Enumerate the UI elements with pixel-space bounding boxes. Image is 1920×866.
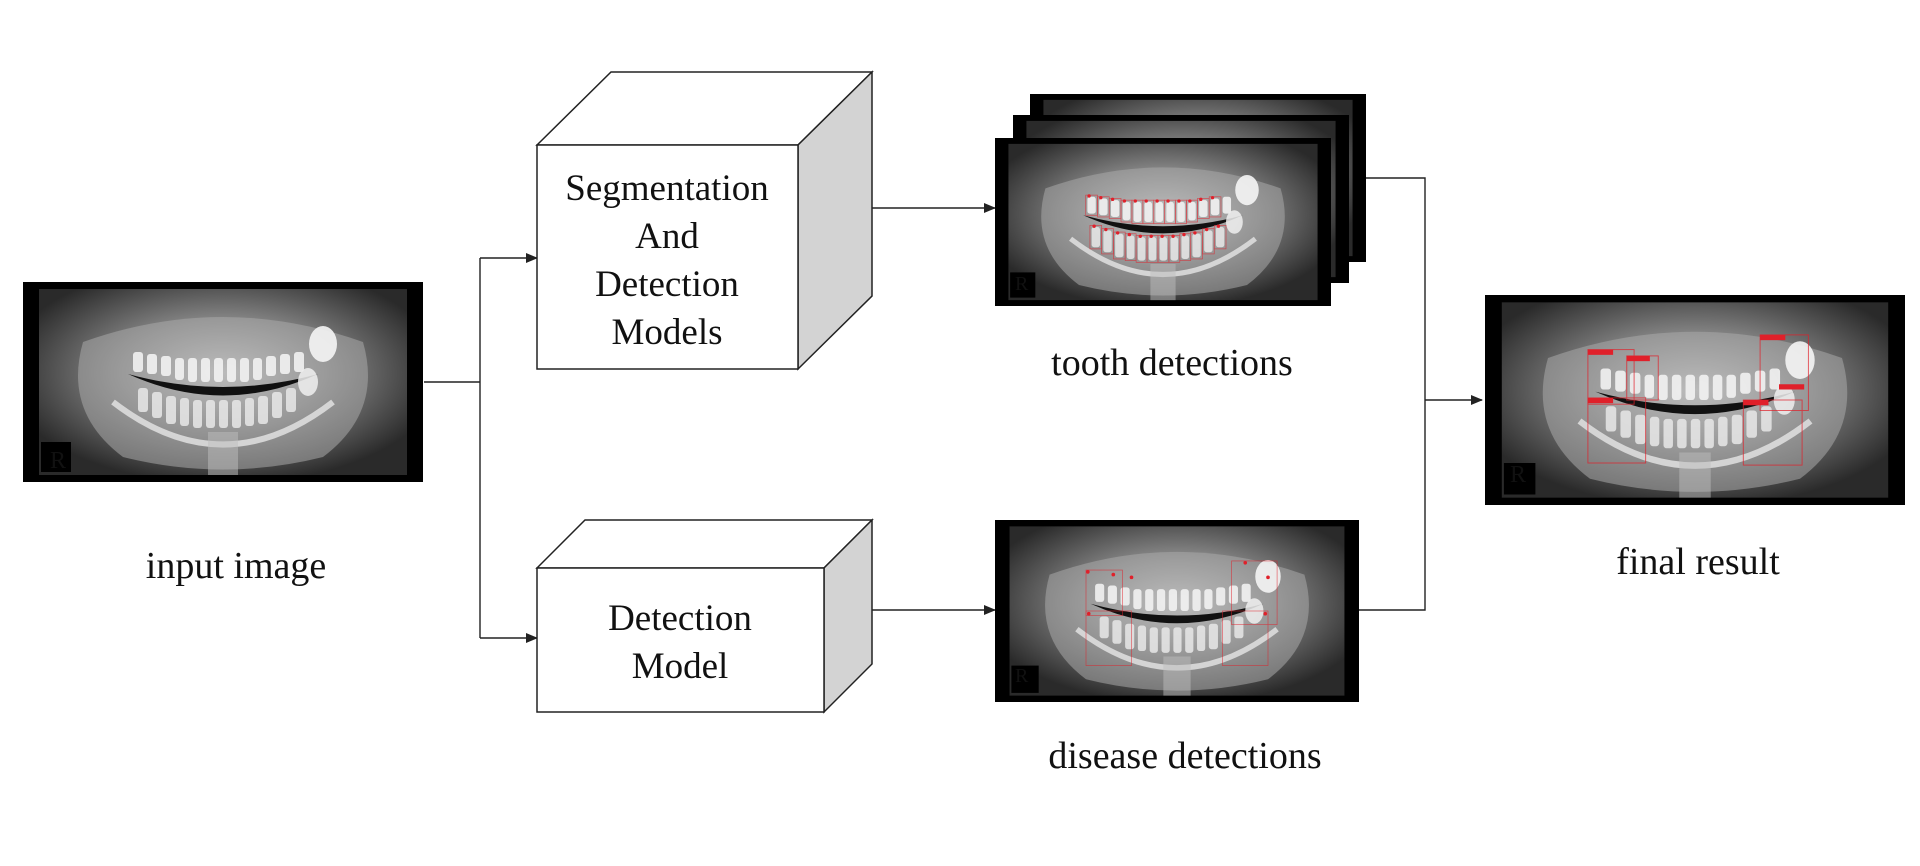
tooth-detections-stack: R [995,94,1366,306]
merge-connector [1359,177,1483,611]
det-box-line-1: Detection [608,598,752,639]
xray-marker: R [50,448,66,474]
det-box-line-2: Model [632,646,729,687]
seg-box-line-1: Segmentation [565,168,768,209]
tooth-detections-label: tooth detections [1051,342,1293,384]
segmentation-detection-models-box: Segmentation And Detection Models [535,70,874,371]
seg-box-line-4: Models [612,312,723,353]
seg-box-line-3: Detection [595,264,739,305]
input-image-label: input image [146,545,326,587]
final-result-label: final result [1616,541,1780,583]
final-result-image: R [1485,295,1905,505]
disease-detections-label: disease detections [1048,735,1321,777]
input-xray-image: R [23,282,423,482]
disease-xray-marker: R [1015,665,1029,687]
detection-model-box: Detection Model [535,518,874,714]
seg-box-line-2: And [635,216,699,257]
final-xray-marker: R [1510,462,1526,488]
tooth-xray-marker: R [1015,273,1029,295]
branch-connector [424,253,538,643]
disease-detections-image: R [995,520,1359,702]
